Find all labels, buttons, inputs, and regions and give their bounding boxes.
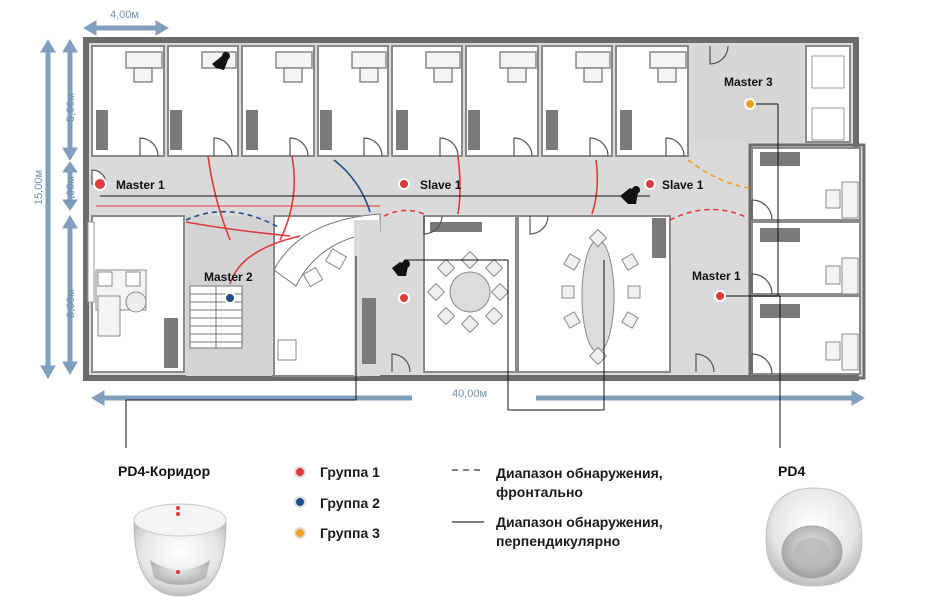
building [83,37,866,381]
label-master2: Master 2 [204,270,253,284]
sensor-master3 [744,98,756,110]
label-master3: Master 3 [724,75,773,89]
wiring [100,103,781,448]
pd4-corridor-sensor-image [133,503,227,597]
legend-group2-marker [294,496,306,508]
label-slave1-right: Slave 1 [662,178,704,192]
sensors [93,98,756,304]
detection-ranges [96,155,751,285]
legend-group2: Группа 2 [320,495,380,511]
dim-width-top: 4,00м [110,9,139,21]
dim-length-total: 40,00м [452,388,487,400]
legend [294,466,484,539]
legend-group3: Группа 3 [320,525,380,541]
sensor-slave1-right [644,178,656,190]
dimension-lines [40,20,865,406]
dim-height-bottom: 8,00м [65,289,77,318]
sensor-room [398,292,410,304]
person-icon [392,186,640,276]
sensor-master1-left [93,177,107,191]
sensor-master2 [224,292,236,304]
legend-perp-line1: Диапазон обнаружения, [496,514,663,530]
legend-group1: Группа 1 [320,464,380,480]
device-label-corridor: PD4-Коридор [118,463,210,479]
label-master1-left: Master 1 [116,178,165,192]
dim-height-corridor: 2,00м [65,176,77,205]
label-slave1-mid: Slave 1 [420,178,462,192]
pd4-sensor-image [765,487,863,587]
legend-group1-marker [294,466,306,478]
legend-group3-marker [294,527,306,539]
label-master1-right: Master 1 [692,269,741,283]
sensor-slave1-mid [398,178,410,190]
device-label-pd4: PD4 [778,463,805,479]
dim-height-top-room: 5,00м [65,93,77,122]
legend-frontal-line1: Диапазон обнаружения, [496,465,663,481]
sensor-master1-right [714,290,726,302]
legend-perp-line2: перпендикулярно [496,533,620,549]
legend-frontal-line2: фронтально [496,484,583,500]
dim-height-total: 15,00м [33,170,45,205]
